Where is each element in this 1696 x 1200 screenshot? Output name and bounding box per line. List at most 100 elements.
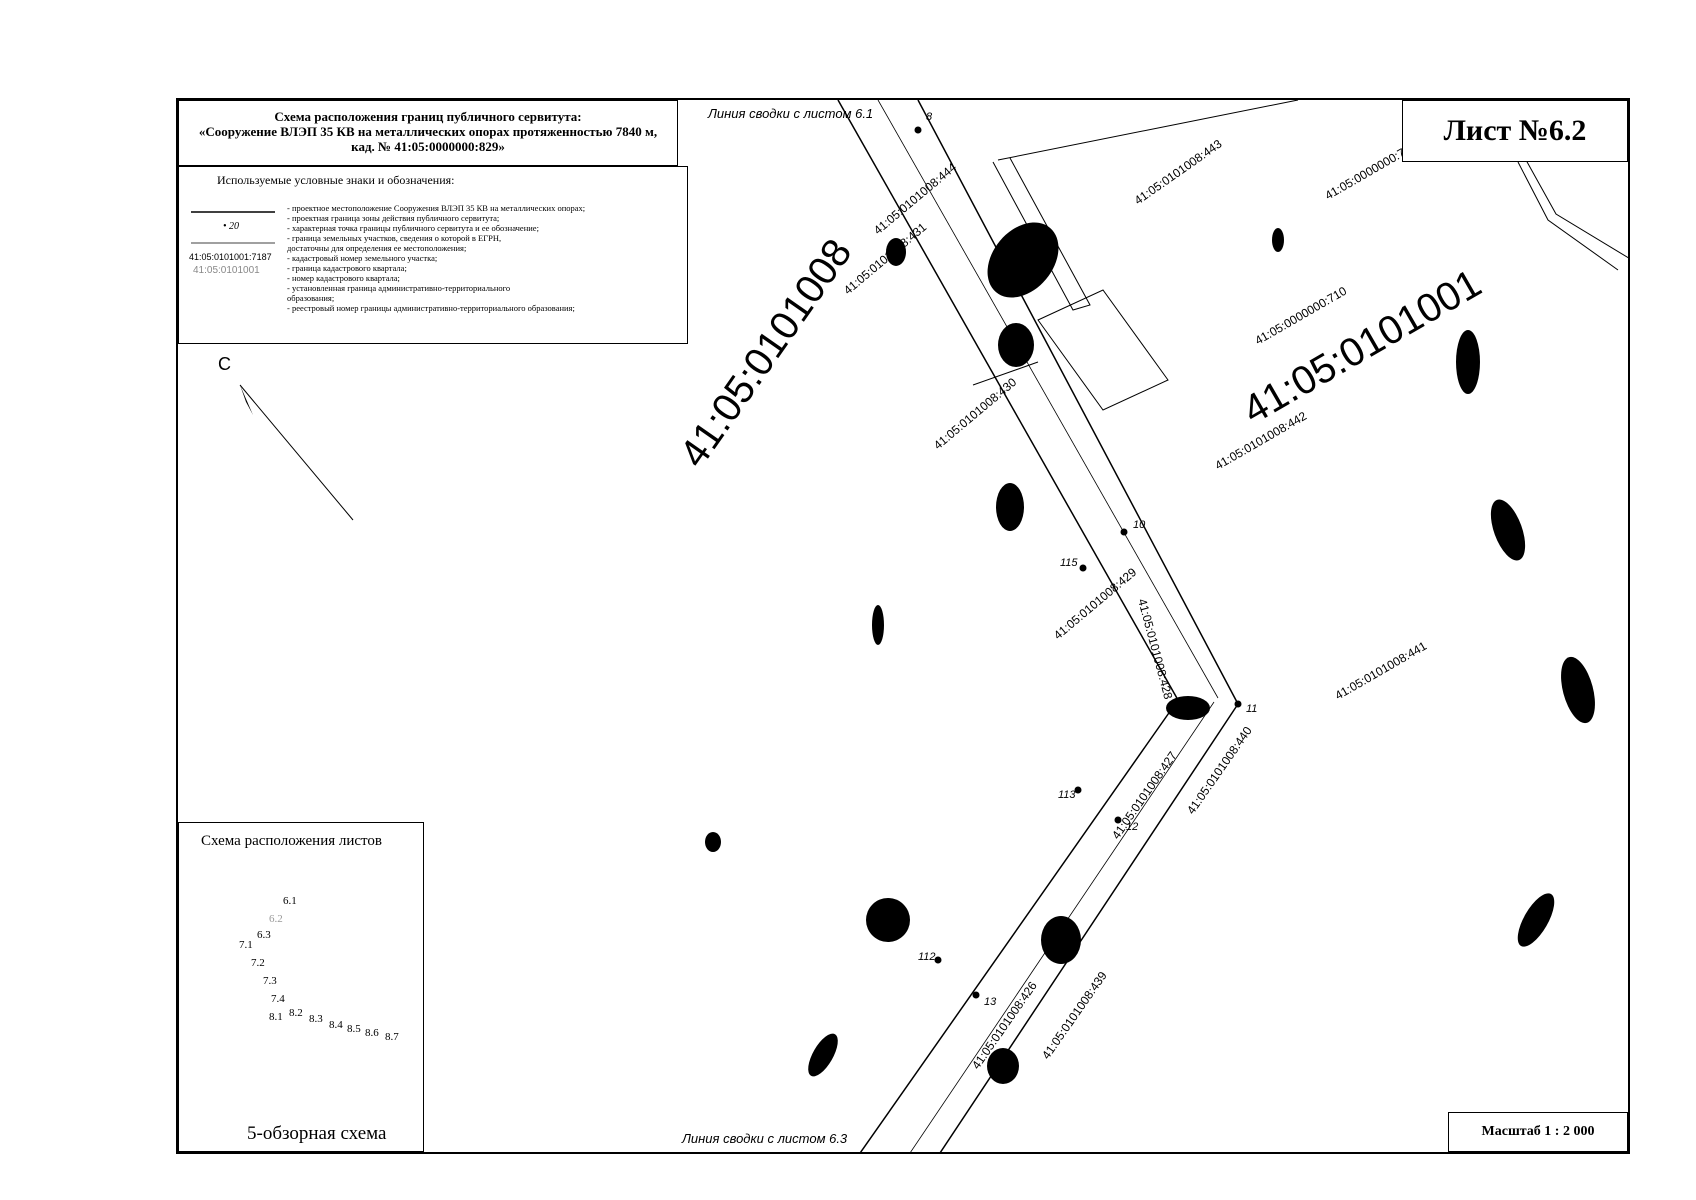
scan-blot bbox=[1272, 228, 1284, 252]
scan-blot bbox=[808, 1033, 838, 1077]
legend-text: - установленная граница административно-… bbox=[287, 283, 511, 293]
point-label: 13 bbox=[984, 996, 997, 1008]
legend-text: - проектная граница зоны действия публич… bbox=[287, 213, 500, 223]
legend-row: 41:05:0101001:7187 - кадастровый номер зе… bbox=[179, 252, 689, 267]
scan-blot bbox=[866, 898, 910, 942]
scan-blot bbox=[987, 222, 1059, 298]
legend-row: 41:05:0101001 - граница кадастрового квар… bbox=[179, 263, 689, 277]
scan-blot bbox=[987, 1048, 1019, 1084]
scan-blot bbox=[705, 832, 721, 852]
overview-sheet: 6.3 bbox=[257, 929, 271, 941]
north-arrow-shaft bbox=[239, 384, 354, 521]
scan-blot bbox=[996, 483, 1024, 531]
legend-text: - кадастровый номер земельного участка; bbox=[287, 253, 438, 263]
scan-blot bbox=[886, 238, 906, 266]
legend-row: - проектная граница зоны действия публич… bbox=[179, 213, 689, 227]
parcel-boundary bbox=[1525, 159, 1628, 259]
sheet-number: Лист №6.2 bbox=[1402, 100, 1628, 162]
scan-blot bbox=[1490, 499, 1526, 561]
parcel-label: 41:05:0101008:429 bbox=[1051, 565, 1139, 642]
overview-caption: 5-обзорная схема bbox=[247, 1123, 387, 1144]
overview-title: Схема расположения листов bbox=[201, 833, 382, 849]
overview-sheet: 7.3 bbox=[263, 975, 277, 987]
boundary-point bbox=[1079, 564, 1087, 572]
parcel-boundary bbox=[972, 361, 1039, 386]
title-line: Схема расположения границ публичного сер… bbox=[274, 109, 582, 124]
parcel-boundary bbox=[1517, 161, 1619, 271]
map-sheet: С 41:05:0101008 41:05:0101001 41:05:0101… bbox=[176, 98, 1630, 1154]
parcel-label: 41:05:0101008:441 bbox=[1333, 639, 1430, 703]
overview-sheet: 8.7 bbox=[385, 1031, 399, 1043]
point-label: 113 bbox=[1058, 789, 1076, 801]
overview-sheet: 8.6 bbox=[365, 1027, 379, 1039]
parcel-label: 41:05:0101008:430 bbox=[931, 375, 1019, 452]
scan-blot bbox=[998, 323, 1034, 367]
overview-sheet: 8.3 bbox=[309, 1013, 323, 1025]
point-label: 12 bbox=[1126, 821, 1138, 833]
legend-text: образования; bbox=[287, 293, 335, 303]
north-arrow-head bbox=[240, 385, 253, 415]
legend-text: - проектное местоположение Сооружения ВЛ… bbox=[287, 203, 586, 213]
scan-blot bbox=[1166, 696, 1210, 720]
vlep-line bbox=[877, 100, 1219, 699]
boundary-point bbox=[1114, 816, 1122, 824]
boundary-point bbox=[934, 956, 942, 964]
point-label: 115 bbox=[1060, 557, 1078, 569]
scale-label: Масштаб 1 : 2 000 bbox=[1448, 1112, 1628, 1152]
scan-blot bbox=[1456, 330, 1480, 394]
legend-text: - реестровый номер границы административ… bbox=[287, 303, 575, 313]
legend-text: - граница кадастрового квартала; bbox=[287, 263, 407, 273]
legend-row: достаточны для определения ее местополож… bbox=[179, 243, 689, 257]
north-label: С bbox=[218, 354, 231, 374]
parcel-label: 41:05:0000000:71 bbox=[1323, 142, 1414, 203]
overview-sheet: 8.1 bbox=[269, 1011, 283, 1023]
title-line: кад. № 41:05:0000000:829» bbox=[351, 139, 505, 154]
boundary-point bbox=[1074, 786, 1082, 794]
parcel-label: 41:05:0101008:443 bbox=[1132, 136, 1225, 207]
overview-sheet: 7.1 bbox=[239, 939, 253, 951]
map-canvas: С 41:05:0101008 41:05:0101001 41:05:0101… bbox=[218, 100, 1628, 1152]
overview-sheet: 8.4 bbox=[329, 1019, 343, 1031]
scan-blot bbox=[1041, 916, 1081, 964]
boundary-point bbox=[1120, 528, 1128, 536]
overview-scheme: Схема расположения листов 6.1 6.2 6.3 7.… bbox=[178, 822, 424, 1152]
legend-text: - граница земельных участков, сведения о… bbox=[287, 233, 502, 243]
scan-blot bbox=[872, 605, 884, 645]
svodka-top-label: Линия сводки с листом 6.1 bbox=[708, 106, 874, 121]
legend-text: - номер кадастрового квартала; bbox=[287, 273, 400, 283]
legend-row: образования; bbox=[179, 293, 689, 307]
building-outline bbox=[1037, 289, 1169, 411]
legend-row: - номер кадастрового квартала; bbox=[179, 273, 689, 287]
point-label: 11 bbox=[1246, 703, 1257, 715]
legend-row: - реестровый номер границы административ… bbox=[179, 303, 689, 317]
point-label: 10 bbox=[1133, 519, 1146, 531]
title-block: Схема расположения границ публичного сер… bbox=[178, 100, 678, 166]
servitude-boundary-left bbox=[837, 100, 1179, 701]
parcel-label: 41:05:0101008:439 bbox=[1039, 969, 1110, 1062]
legend-symbol-quarter: 41:05:0101001 bbox=[193, 265, 260, 276]
legend-row: - граница земельных участков, сведения о… bbox=[179, 233, 689, 247]
legend-symbol-parcel: 41:05:0101001:7187 bbox=[189, 252, 272, 262]
legend-row: - установленная граница административно-… bbox=[179, 283, 689, 297]
point-label: 8 bbox=[926, 111, 933, 123]
legend-symbol bbox=[191, 242, 275, 244]
quarter-label: 41:05:0101001 bbox=[1236, 261, 1489, 433]
boundary-point bbox=[1234, 700, 1242, 708]
parcel-boundary bbox=[997, 100, 1299, 161]
svodka-bottom-label: Линия сводки с листом 6.3 bbox=[682, 1131, 848, 1146]
boundary-point bbox=[972, 991, 980, 999]
overview-sheet: 8.5 bbox=[347, 1023, 361, 1035]
overview-sheet: 7.2 bbox=[251, 957, 265, 969]
scan-blot bbox=[1517, 893, 1555, 947]
scan-blot bbox=[1561, 656, 1595, 724]
legend-text: - характерная точка границы публичного с… bbox=[287, 223, 539, 233]
servitude-boundary-lower-left bbox=[859, 699, 1179, 1152]
legend: Используемые условные знаки и обозначени… bbox=[178, 166, 688, 344]
parcel-label: 41:05:0101008:427 bbox=[1109, 749, 1180, 842]
legend-text: достаточны для определения ее местополож… bbox=[287, 243, 467, 253]
title-line: «Сооружение ВЛЭП 35 КВ на металлических … bbox=[198, 124, 658, 139]
boundary-point bbox=[914, 126, 922, 134]
legend-symbol bbox=[191, 211, 275, 213]
legend-symbol-point: • 20 bbox=[223, 221, 240, 232]
servitude-boundary-lower-right bbox=[939, 703, 1239, 1152]
